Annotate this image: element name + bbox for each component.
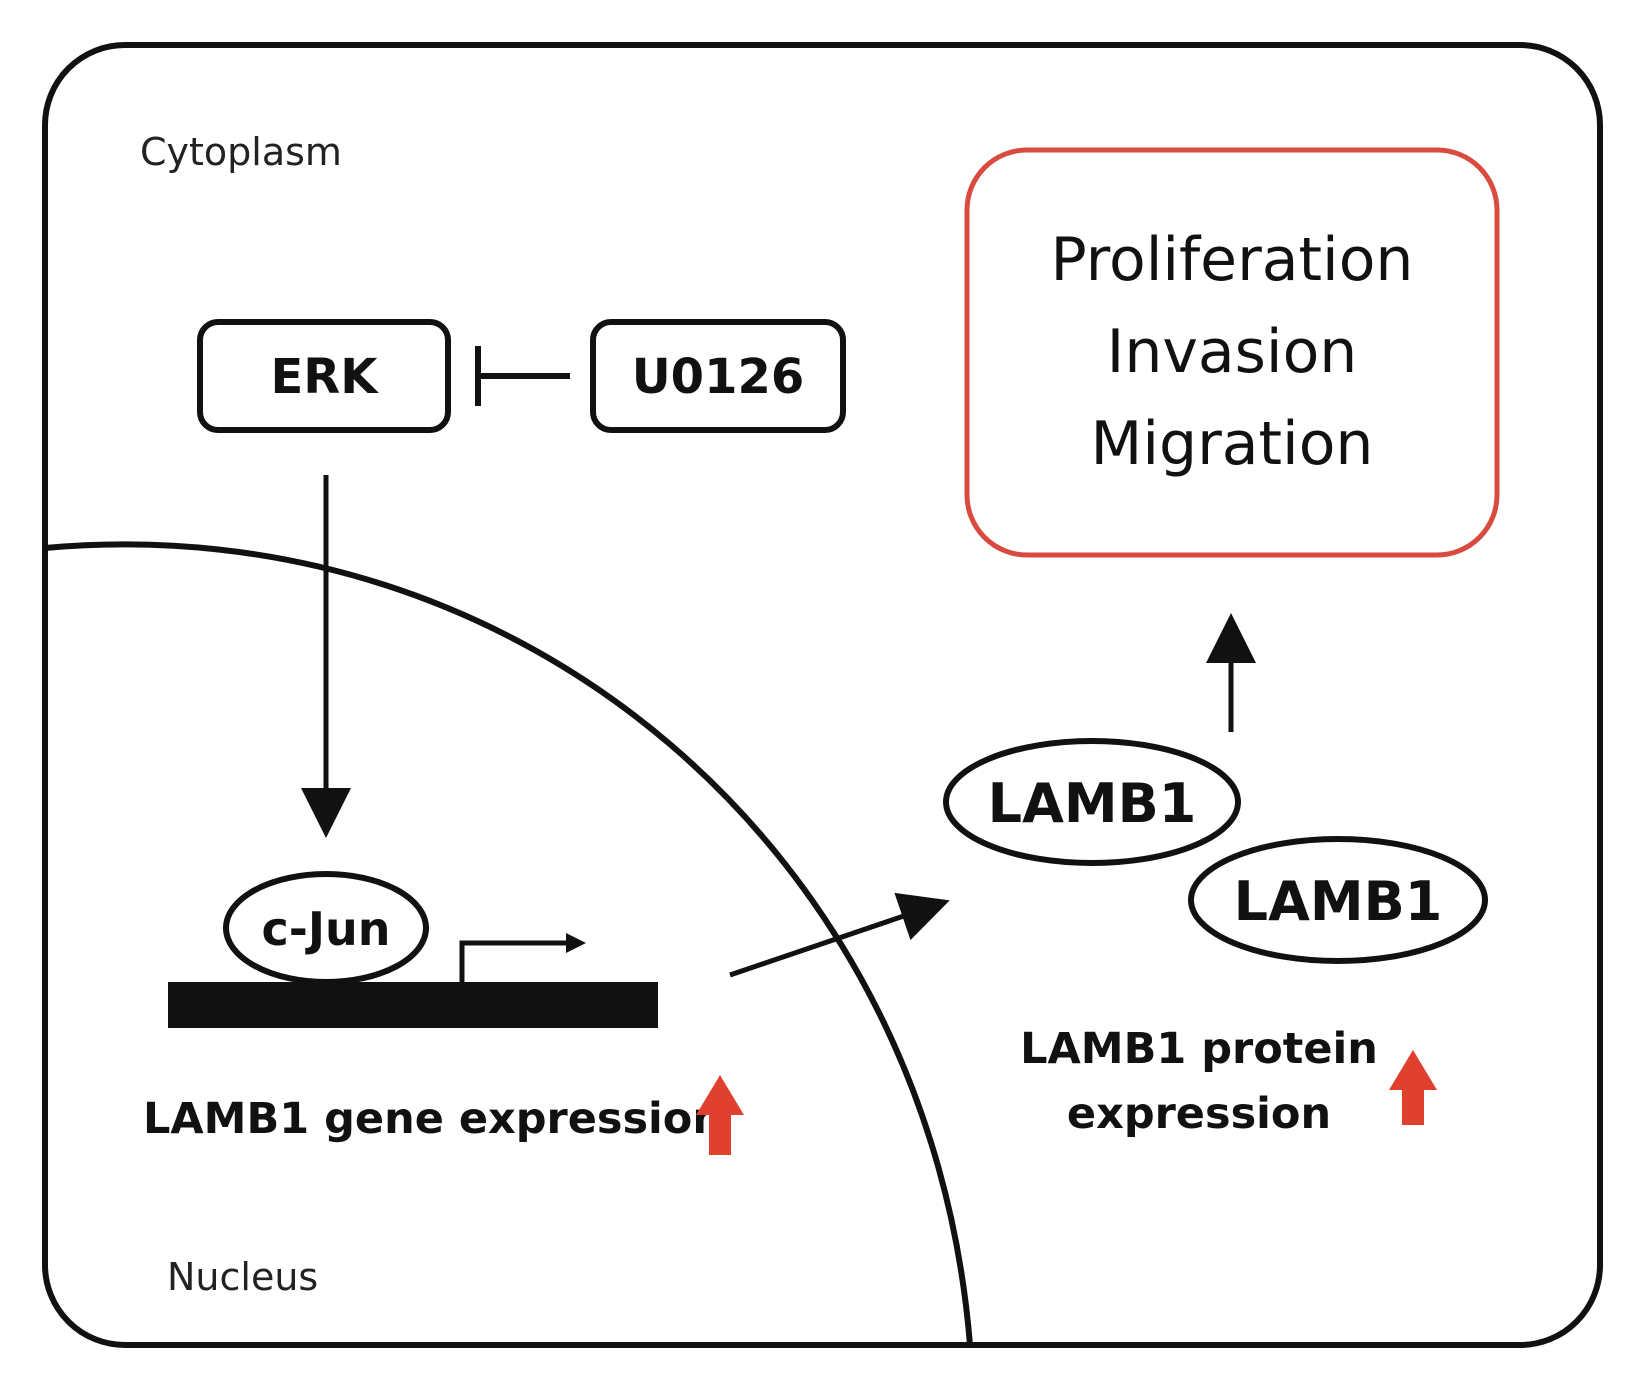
arrow-up-icon	[1389, 1050, 1437, 1125]
gene-to-protein-arrow	[729, 892, 950, 978]
inhibition-connector	[475, 346, 570, 406]
outcome-migration: Migration	[1091, 409, 1374, 479]
cjun-label: c-Jun	[262, 902, 391, 956]
outcome-proliferation: Proliferation	[1051, 225, 1414, 295]
transcription-start-icon	[459, 933, 586, 982]
cjun-ellipse	[223, 871, 429, 985]
nucleus-label: Nucleus	[167, 1255, 318, 1299]
lamb1-ellipse-2	[1188, 836, 1488, 964]
cell-membrane	[42, 42, 1603, 1348]
lamb1-label-2: LAMB1	[1234, 870, 1443, 933]
u0126-box	[590, 319, 846, 433]
outcome-box	[964, 147, 1500, 558]
protein-expression-label-line2: expression	[1067, 1089, 1331, 1139]
protein-expression-label-line1: LAMB1 protein	[1020, 1024, 1378, 1074]
gene-expression-label: LAMB1 gene expression	[143, 1094, 723, 1144]
lamb1-label-1: LAMB1	[988, 772, 1197, 835]
lamb1-ellipse-1	[943, 738, 1241, 866]
cytoplasm-label: Cytoplasm	[140, 130, 342, 174]
erk-box	[197, 319, 451, 433]
arrow-up-icon	[696, 1075, 744, 1155]
erk-label: ERK	[271, 349, 380, 405]
outcome-invasion: Invasion	[1107, 317, 1358, 387]
u0126-label: U0126	[632, 349, 805, 405]
dna-strand	[168, 982, 658, 1028]
nuclear-envelope	[44, 541, 973, 1346]
